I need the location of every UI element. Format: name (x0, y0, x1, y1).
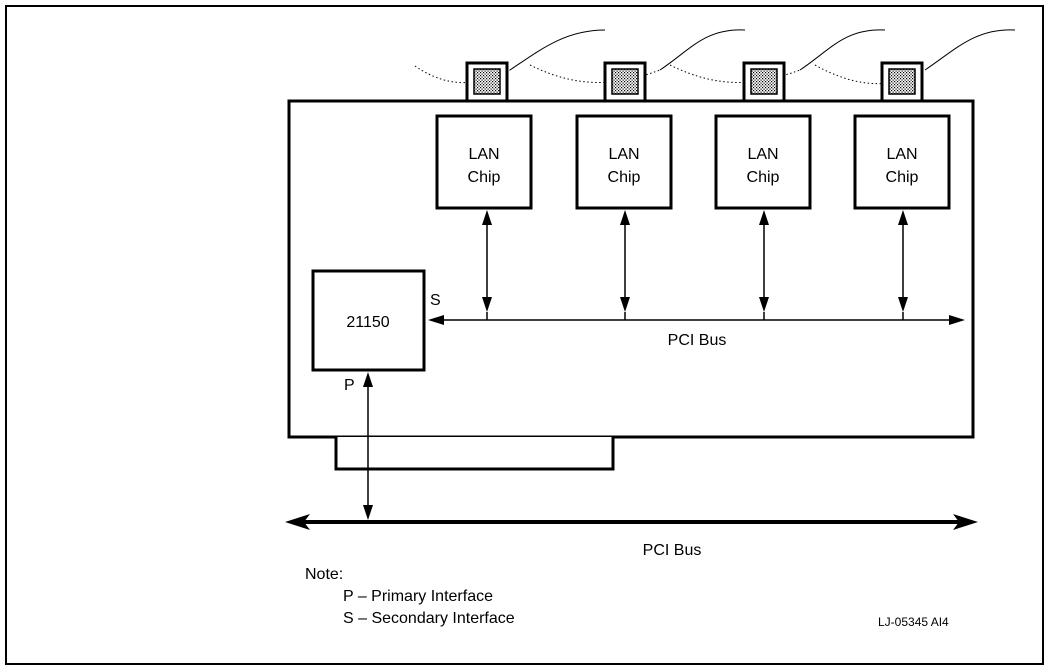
cable-3-solid (799, 29, 886, 71)
cable-3 (669, 64, 801, 83)
lan-chip-label-bottom: Chip (886, 169, 919, 186)
primary-link-arrow (363, 372, 373, 520)
lan-chip-label-top: LAN (468, 146, 499, 163)
adapter-card (287, 99, 975, 439)
network-cables-solid (509, 29, 1016, 71)
lan-chip-bus-links (482, 210, 908, 320)
lan-chip: LAN Chip (435, 114, 533, 210)
port-connectors (465, 61, 924, 103)
cable-1-solid (509, 29, 606, 71)
lan-chip-label-bottom: Chip (747, 169, 780, 186)
primary-bus-label: PCI Bus (643, 542, 702, 559)
note-heading: Note: (305, 566, 344, 583)
primary-pci-bus (285, 514, 978, 530)
lan-chip-label-bottom: Chip (468, 169, 501, 186)
card-edge-connector (334, 437, 615, 471)
secondary-bus-label: PCI Bus (668, 332, 727, 349)
cable-4-solid (924, 29, 1016, 71)
lan-chip: LAN Chip (714, 114, 812, 210)
cable-1 (414, 65, 511, 84)
bridge-chip-21150: 21150 (311, 269, 426, 372)
secondary-port-label: S (430, 292, 441, 309)
lan-link-arrow (898, 210, 908, 320)
port-connector (742, 61, 786, 103)
primary-port-label: P (344, 377, 355, 394)
lan-link-arrow (759, 210, 769, 320)
port-connector (880, 61, 924, 103)
lan-chip-label-top: LAN (886, 146, 917, 163)
lan-link-arrow (620, 210, 630, 320)
note-item-secondary: S – Secondary Interface (343, 610, 515, 627)
port-connector (603, 61, 647, 103)
lan-chip-label-top: LAN (747, 146, 778, 163)
port-connector (465, 61, 509, 103)
cable-2 (529, 64, 661, 83)
bridge-chip-label: 21150 (346, 314, 389, 331)
cable-2-solid (659, 29, 746, 71)
lan-chip-label-bottom: Chip (608, 169, 641, 186)
lan-chip: LAN Chip (575, 114, 673, 210)
note-item-primary: P – Primary Interface (343, 588, 493, 605)
lan-chip-label-top: LAN (608, 146, 639, 163)
figure-id: LJ-05345 AI4 (878, 615, 949, 629)
lan-link-arrow (482, 210, 492, 320)
lan-chip: LAN Chip (853, 114, 951, 210)
secondary-pci-bus (428, 315, 965, 325)
